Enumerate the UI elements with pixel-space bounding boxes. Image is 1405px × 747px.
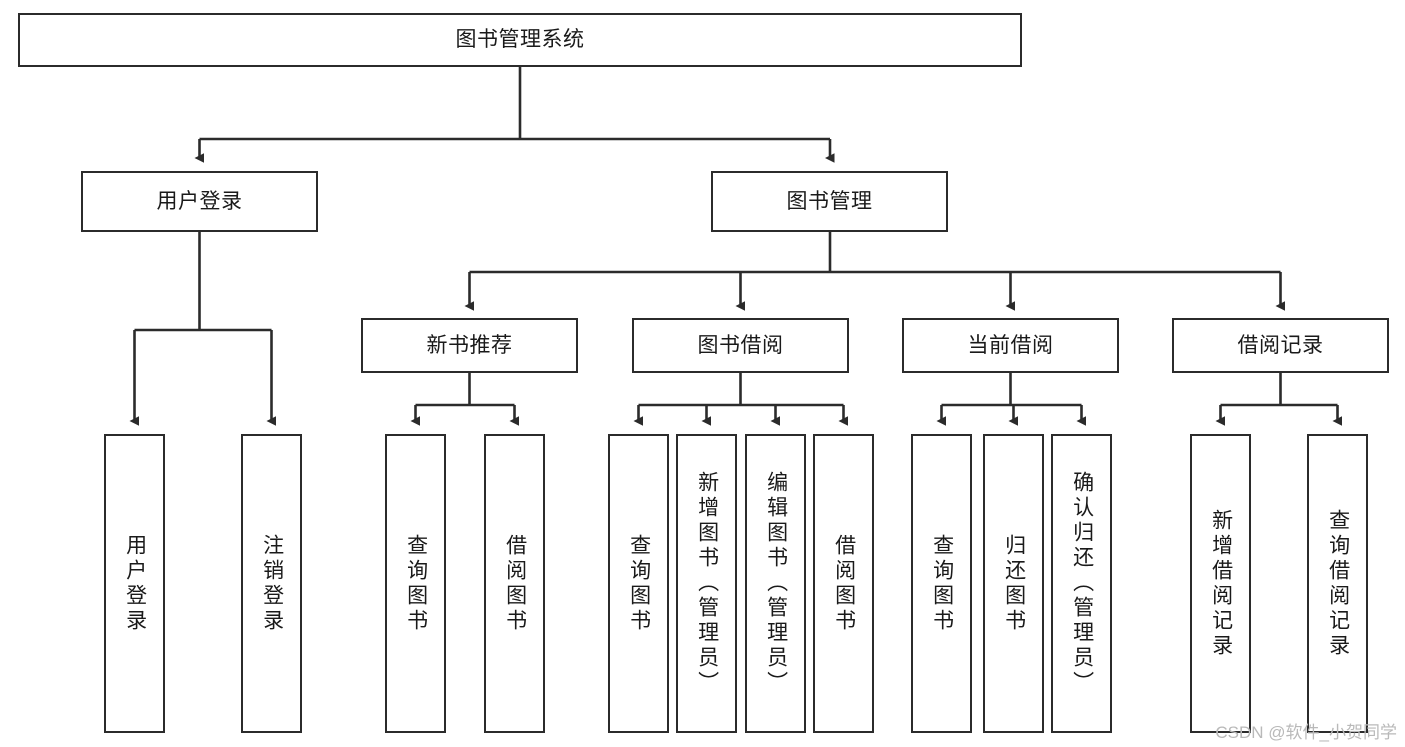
node-leaf-return-book-label: 归还图书 xyxy=(1002,533,1026,634)
node-user-login-label: 用户登录 xyxy=(156,189,243,213)
node-root-label: 图书管理系统 xyxy=(455,28,585,52)
node-new-book-recommend[interactable]: 新书推荐 xyxy=(361,318,578,373)
node-leaf-query-record[interactable]: 查询借阅记录 xyxy=(1307,434,1368,733)
node-leaf-edit-book[interactable]: 编辑图书（管理员） xyxy=(745,434,806,733)
node-leaf-query-book-1[interactable]: 查询图书 xyxy=(385,434,446,733)
node-root[interactable]: 图书管理系统 xyxy=(18,13,1022,67)
node-leaf-logout-label: 注销登录 xyxy=(260,533,284,634)
edge-root-to-level2 xyxy=(194,67,835,163)
csdn-watermark: CSDN @软件_小贺同学 xyxy=(1215,723,1397,742)
node-leaf-borrow-book-2-label: 借阅图书 xyxy=(832,533,856,634)
edge-user-login-to-leaves xyxy=(129,232,276,426)
node-leaf-add-record-label: 新增借阅记录 xyxy=(1209,508,1233,659)
node-leaf-borrow-book-2[interactable]: 借阅图书 xyxy=(813,434,874,733)
node-leaf-query-book-3-label: 查询图书 xyxy=(930,533,954,634)
node-borrow-record[interactable]: 借阅记录 xyxy=(1172,318,1389,373)
edge-current-borrow-to-leaves xyxy=(936,373,1086,426)
node-current-borrow-label: 当前借阅 xyxy=(967,333,1054,357)
node-book-borrow[interactable]: 图书借阅 xyxy=(632,318,849,373)
node-book-manage[interactable]: 图书管理 xyxy=(711,171,948,232)
node-leaf-borrow-book-1-label: 借阅图书 xyxy=(503,533,527,634)
node-new-book-recommend-label: 新书推荐 xyxy=(426,333,513,357)
node-leaf-add-book-label: 新增图书（管理员） xyxy=(695,471,719,696)
node-leaf-confirm-return[interactable]: 确认归还（管理员） xyxy=(1051,434,1112,733)
node-leaf-query-book-1-label: 查询图书 xyxy=(404,533,428,634)
node-leaf-query-record-label: 查询借阅记录 xyxy=(1326,508,1350,659)
node-leaf-borrow-book-1[interactable]: 借阅图书 xyxy=(484,434,545,733)
node-user-login[interactable]: 用户登录 xyxy=(81,171,318,232)
node-leaf-logout[interactable]: 注销登录 xyxy=(241,434,302,733)
node-leaf-query-book-3[interactable]: 查询图书 xyxy=(911,434,972,733)
node-leaf-return-book[interactable]: 归还图书 xyxy=(983,434,1044,733)
node-borrow-record-label: 借阅记录 xyxy=(1237,333,1324,357)
node-leaf-add-book[interactable]: 新增图书（管理员） xyxy=(676,434,737,733)
node-book-manage-label: 图书管理 xyxy=(786,189,873,213)
edge-borrow-record-to-leaves xyxy=(1215,373,1342,426)
node-leaf-user-login[interactable]: 用户登录 xyxy=(104,434,165,733)
node-leaf-user-login-label: 用户登录 xyxy=(123,533,147,634)
edge-book-manage-to-level3 xyxy=(464,232,1285,311)
edge-book-borrow-to-leaves xyxy=(633,373,848,426)
node-leaf-edit-book-label: 编辑图书（管理员） xyxy=(764,471,788,696)
node-leaf-confirm-return-label: 确认归还（管理员） xyxy=(1070,471,1094,696)
node-current-borrow[interactable]: 当前借阅 xyxy=(902,318,1119,373)
node-book-borrow-label: 图书借阅 xyxy=(697,333,784,357)
node-leaf-query-book-2-label: 查询图书 xyxy=(627,533,651,634)
node-leaf-query-book-2[interactable]: 查询图书 xyxy=(608,434,669,733)
node-leaf-add-record[interactable]: 新增借阅记录 xyxy=(1190,434,1251,733)
edge-new-book-rec-to-leaves xyxy=(410,373,519,426)
